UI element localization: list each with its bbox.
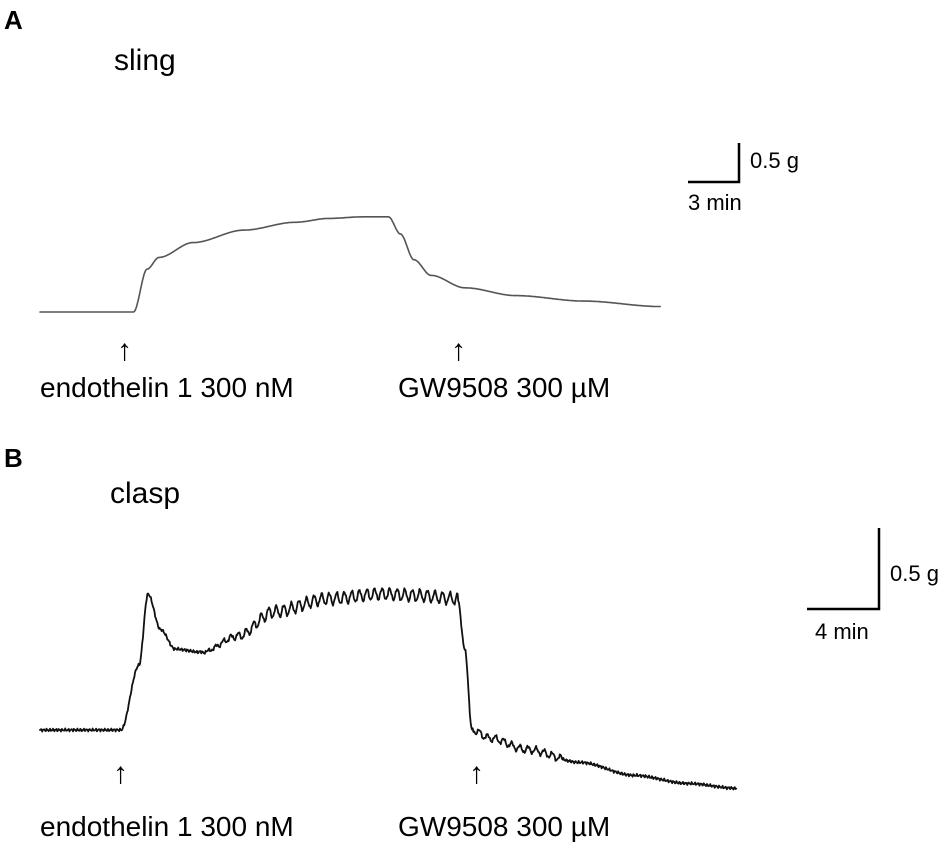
panel-a-marker-2-label: GW9508 300 µM <box>398 372 610 403</box>
panel-b-trace <box>39 587 738 791</box>
panel-a: A sling ↑ endothelin 1 300 nM ↑ GW9508 3… <box>4 5 799 403</box>
panel-a-letter: A <box>4 5 23 35</box>
panel-b-scale-bar-lines <box>807 528 881 611</box>
panel-a-trace <box>39 216 662 313</box>
panel-a-scale-x-label: 3 min <box>688 190 742 215</box>
panel-b-scale-x-label: 4 min <box>815 619 869 644</box>
panel-a-scale-y-label: 0.5 g <box>750 148 799 173</box>
panel-b-scale-bar: 0.5 g 4 min <box>807 528 939 644</box>
panel-a-scale-bar-lines <box>688 143 741 184</box>
panel-b-title: clasp <box>110 477 180 510</box>
panel-b-marker-1-arrow: ↑ <box>113 757 128 790</box>
panel-a-marker-1-arrow: ↑ <box>117 334 132 367</box>
panel-a-marker-1-label: endothelin 1 300 nM <box>40 372 294 403</box>
panel-a-scale-bar: 0.5 g 3 min <box>688 143 799 215</box>
panel-b: B clasp ↑ endothelin 1 300 nM ↑ GW9508 3… <box>4 443 939 842</box>
panel-b-marker-1-label: endothelin 1 300 nM <box>40 811 294 842</box>
panel-b-letter: B <box>4 443 23 473</box>
panel-b-scale-y-label: 0.5 g <box>890 561 939 586</box>
panel-b-marker-2-arrow: ↑ <box>469 757 484 790</box>
panel-a-marker-2-arrow: ↑ <box>451 334 466 367</box>
panel-a-title: sling <box>114 44 176 77</box>
panel-b-marker-2-label: GW9508 300 µM <box>398 811 610 842</box>
